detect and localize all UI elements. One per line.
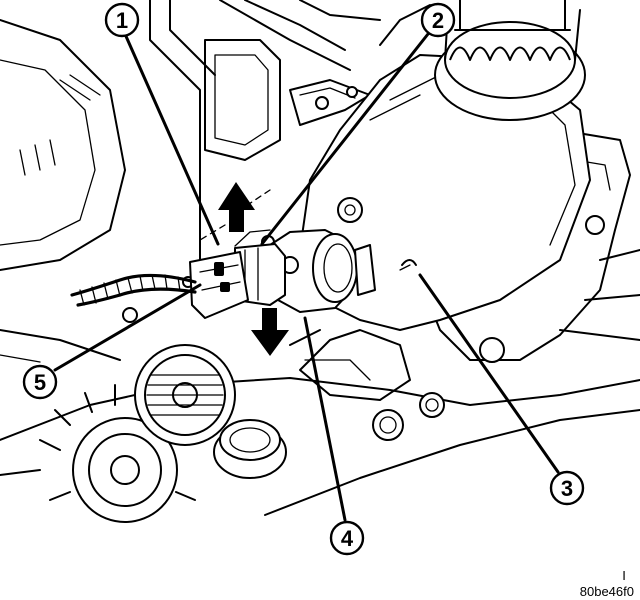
- corner-mark: I: [622, 568, 626, 583]
- callout-1-label: 1: [116, 8, 128, 33]
- callout-5-label: 5: [34, 370, 46, 395]
- leader-lines: [53, 32, 560, 522]
- electrical-connector: [189, 229, 286, 319]
- callout-3-label: 3: [561, 476, 573, 501]
- leader-1: [123, 32, 220, 246]
- callout-2-label: 2: [432, 8, 444, 33]
- leader-3: [418, 273, 560, 474]
- wiring-harness: [70, 273, 197, 307]
- remove-arrow-down: [251, 308, 289, 356]
- figure-id: 80be46f0: [580, 584, 634, 599]
- lower-engine-face: [0, 339, 640, 523]
- engine-block-background: [0, 0, 431, 363]
- callout-4-label: 4: [341, 526, 354, 551]
- leader-5: [53, 283, 202, 372]
- sensor-target-wheel: [134, 344, 236, 446]
- leader-2: [260, 32, 430, 246]
- callout-4: 4: [329, 520, 365, 556]
- timing-gear: [39, 384, 199, 523]
- callout-5: 5: [22, 364, 58, 400]
- engine-plug: [213, 419, 287, 479]
- callout-2: 2: [420, 2, 456, 38]
- callout-1: 1: [104, 2, 140, 38]
- leader-4: [303, 316, 347, 522]
- disconnect-arrow-up: [218, 182, 255, 232]
- callout-3: 3: [549, 470, 585, 506]
